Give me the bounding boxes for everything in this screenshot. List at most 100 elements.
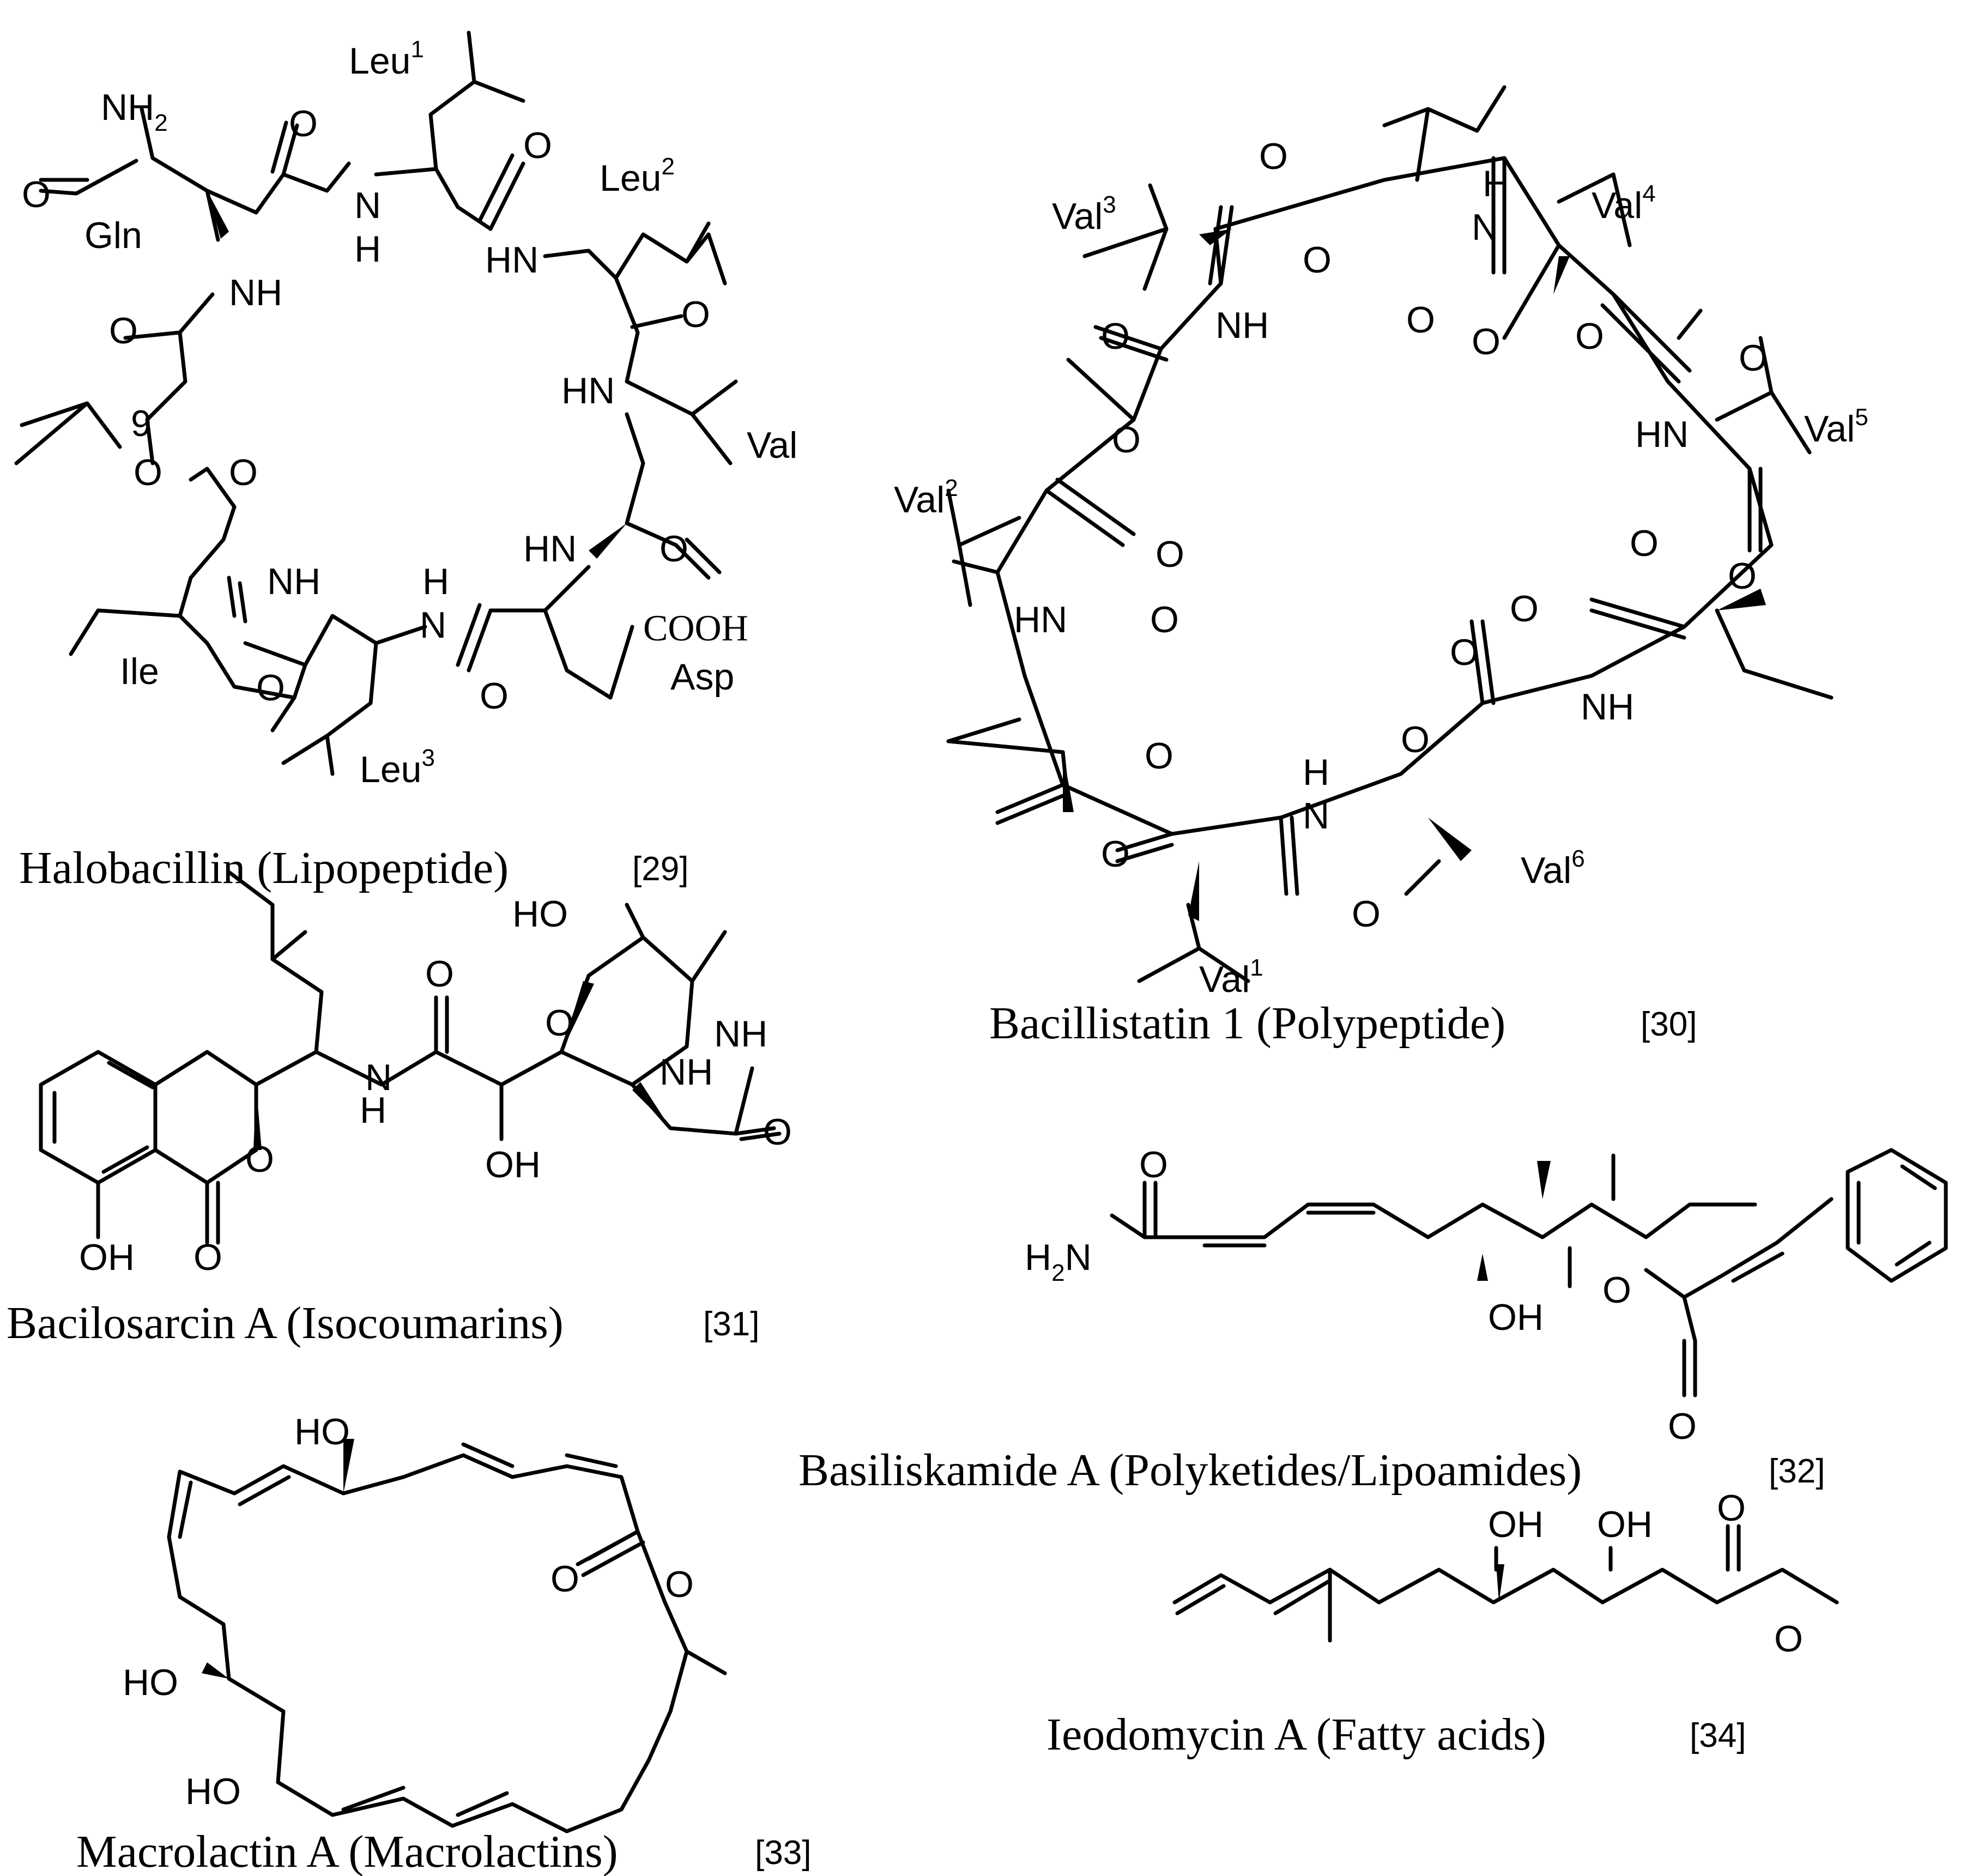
ieodomycin-structure: OH OH O O Ieodomycin A (Fatty acids) [34… xyxy=(1046,1487,1839,1760)
label: O xyxy=(1303,239,1332,281)
label: NH xyxy=(1581,686,1634,728)
label: O xyxy=(1739,337,1768,379)
label: O xyxy=(1101,833,1130,875)
ieodomycin-bonds xyxy=(1172,1524,1839,1643)
label: H xyxy=(360,1090,386,1131)
label: O xyxy=(1630,523,1659,564)
halobacillin-bonds xyxy=(14,31,738,776)
label: O xyxy=(1259,136,1288,177)
label: O xyxy=(1156,534,1184,575)
label: O xyxy=(1774,1618,1803,1660)
ref-ieodomycin: [34] xyxy=(1690,1717,1746,1754)
label: O xyxy=(289,103,318,144)
label: O xyxy=(193,1237,222,1278)
label: OH xyxy=(1488,1297,1544,1338)
label: O xyxy=(1139,1144,1168,1185)
label: NH2 xyxy=(101,87,168,136)
bacillistatin-bonds xyxy=(946,85,1834,983)
label: O xyxy=(1575,316,1604,357)
caption-ieodomycin: Ieodomycin A (Fatty acids) xyxy=(1046,1709,1546,1760)
label: O xyxy=(134,452,162,493)
basiliskamide-structure: O H2N OH O O Basiliskamide A (Polyketide… xyxy=(799,1144,1948,1496)
residue-leu3: Leu3 xyxy=(360,745,435,790)
residue-ile: Ile xyxy=(120,651,159,692)
residue-val5: Val5 xyxy=(1804,404,1868,450)
residue-gln: Gln xyxy=(84,215,142,256)
label: H xyxy=(354,228,381,270)
label: O xyxy=(1668,1406,1697,1447)
label: O xyxy=(1112,419,1141,461)
label: H xyxy=(1483,163,1509,204)
halobacillin-labels: NH2 O Gln O H N Leu1 O Leu2 HN NH O O HN… xyxy=(22,36,797,790)
basiliskamide-bonds xyxy=(1110,1148,1948,1397)
bacillistatin-structure: Val3 O O H N Val4 O NH O O O O O HN Val5… xyxy=(894,85,1868,1049)
label: O xyxy=(245,1139,274,1180)
residue-val6: Val6 xyxy=(1521,845,1585,891)
residue-val: Val xyxy=(747,425,797,466)
label: O xyxy=(551,1558,579,1600)
label: O xyxy=(523,125,552,166)
label: O xyxy=(1406,299,1435,341)
label: O xyxy=(1717,1487,1746,1529)
label: H2N xyxy=(1025,1237,1092,1286)
residue-val3: Val3 xyxy=(1052,191,1116,237)
residue-leu2: Leu2 xyxy=(600,153,675,199)
macrolactin-labels: HO O O HO HO xyxy=(123,1411,694,1812)
caption-halobacillin: Halobacillin (Lipopeptide) xyxy=(19,843,509,893)
label: HN xyxy=(561,370,615,411)
residue-asp: Asp xyxy=(670,656,734,698)
label: O xyxy=(256,667,285,709)
residue-val1: Val1 xyxy=(1199,954,1263,1000)
label: OH xyxy=(485,1144,541,1185)
label: O xyxy=(1510,588,1539,630)
label: OH xyxy=(1597,1504,1653,1545)
label: NH xyxy=(267,561,320,602)
ref-halobacillin: [29] xyxy=(632,850,688,888)
label: NH xyxy=(660,1051,713,1093)
label: HN xyxy=(523,528,577,570)
bacilosarcin-structure: HO O O NH H N NH O OH O OH O Bacilosarci… xyxy=(7,870,792,1348)
label: O xyxy=(229,452,258,493)
ref-macrolactin: [33] xyxy=(755,1834,811,1872)
label: N xyxy=(365,1057,392,1098)
caption-bacillistatin: Bacillistatin 1 (Polypeptide) xyxy=(989,998,1505,1049)
label: O xyxy=(1472,321,1501,362)
ieodomycin-labels: OH OH O O xyxy=(1488,1487,1803,1660)
label: HN xyxy=(1014,599,1067,640)
label: NH xyxy=(714,1013,767,1055)
label: OH xyxy=(1488,1504,1544,1545)
ref-bacillistatin: [30] xyxy=(1641,1006,1697,1043)
label: N xyxy=(1472,207,1498,248)
residue-val4: Val4 xyxy=(1592,180,1656,226)
label: H xyxy=(422,561,449,602)
caption-basiliskamide: Basiliskamide A (Polyketides/Lipoamides) xyxy=(799,1445,1582,1496)
label: O xyxy=(1401,719,1430,760)
label: O xyxy=(1101,316,1130,357)
label: NH xyxy=(229,272,282,313)
label: O xyxy=(660,528,688,570)
label: O xyxy=(1145,735,1173,777)
label: O xyxy=(681,294,710,335)
label: O xyxy=(480,675,509,717)
label: O xyxy=(109,310,138,352)
label: O xyxy=(1450,632,1479,673)
label: HN xyxy=(1635,414,1689,455)
label: O xyxy=(1150,599,1179,640)
caption-macrolactin: Macrolactin A (Macrolactins) xyxy=(76,1826,618,1876)
label: O xyxy=(763,1111,792,1153)
halobacillin-structure: NH2 O Gln O H N Leu1 O Leu2 HN NH O O HN… xyxy=(14,31,797,893)
label: N xyxy=(354,185,381,226)
macrolactin-bonds xyxy=(167,1439,727,1833)
label: HO xyxy=(185,1771,241,1812)
label: 9 xyxy=(131,403,152,444)
residue-val2: Val2 xyxy=(894,475,958,521)
label: O xyxy=(22,174,51,215)
bacilosarcin-labels: HO O O NH H N NH O OH O OH O xyxy=(79,893,792,1278)
label: O xyxy=(545,1002,574,1044)
label: OH xyxy=(79,1237,135,1278)
macrolactin-structure: HO O O HO HO Macrolactin A (Macrolactins… xyxy=(76,1411,811,1876)
bacillistatin-labels: Val3 O O H N Val4 O NH O O O O O HN Val5… xyxy=(894,136,1868,1000)
caption-bacilosarcin: Bacilosarcin A (Isocoumarins) xyxy=(7,1298,564,1348)
label: O xyxy=(665,1564,694,1605)
label: HO xyxy=(512,893,568,935)
